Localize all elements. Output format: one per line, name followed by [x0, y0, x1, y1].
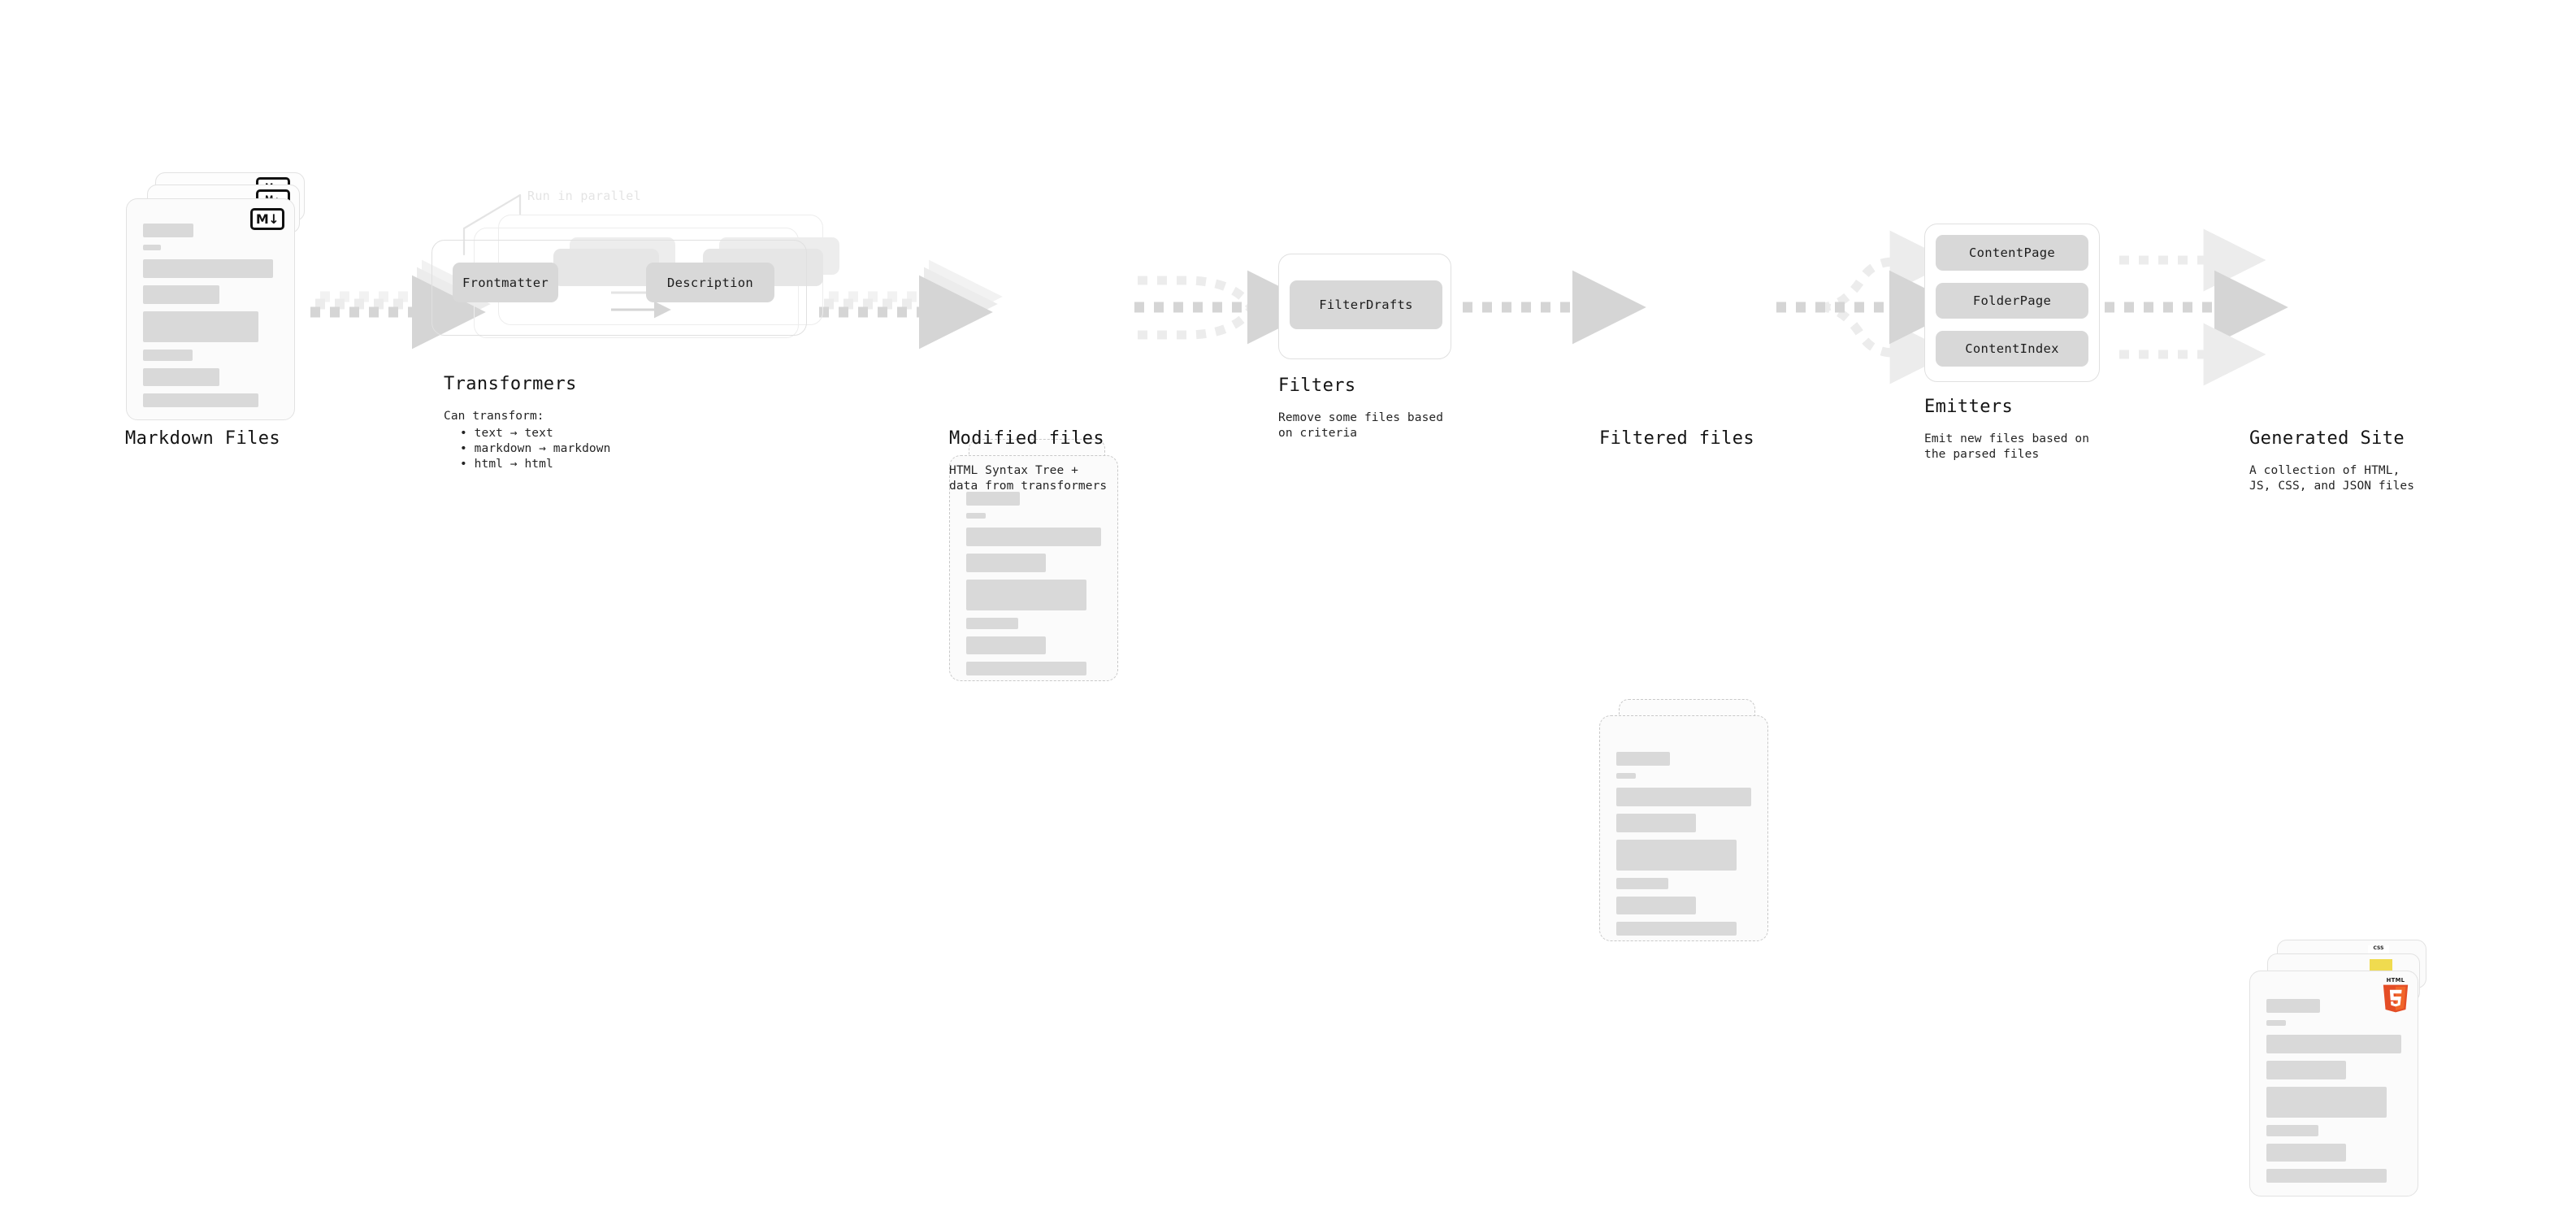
filter-chip-filterdrafts[interactable]: FilterDrafts [1290, 280, 1442, 329]
stage-modified-files [949, 439, 1144, 699]
transformer-chip-description[interactable]: Description [646, 263, 774, 302]
stage-markdown-files: M↓ M↓ M↓ [126, 172, 321, 432]
run-in-parallel-label: Run in parallel [527, 189, 641, 203]
skeleton-bar [143, 311, 258, 342]
document-skeleton [966, 492, 1106, 680]
transformer-chip-frontmatter[interactable]: Frontmatter [453, 263, 558, 302]
connector-modified-to-filters [1134, 270, 1321, 345]
stage-title-emitters: Emitters [1924, 397, 2014, 417]
skeleton-bar [966, 513, 986, 519]
stage-subtitle-emitters: Emit new files based on the parsed files [1924, 432, 2090, 461]
emitter-chip-folderpage[interactable]: FolderPage [1936, 283, 2088, 319]
markdown-card-front: M↓ [126, 198, 295, 420]
skeleton-bar [2266, 1087, 2387, 1118]
site-card-front: HTML [2249, 971, 2418, 1196]
emitter-chip-contentindex[interactable]: ContentIndex [1936, 331, 2088, 367]
stage-emitters: ContentPage FolderPage ContentIndex [1924, 224, 2111, 386]
skeleton-bar [966, 580, 1086, 610]
stage-subtitle-generated-site: A collection of HTML, JS, CSS, and JSON … [2249, 464, 2415, 493]
transformers-box-front [432, 240, 807, 336]
stage-title-transformers: Transformers [444, 374, 577, 394]
skeleton-bar [966, 492, 1020, 506]
connector-filtered-to-emitters [1776, 230, 1963, 384]
stage-title-filtered-files: Filtered files [1599, 428, 1755, 449]
stage-filtered-files [1599, 699, 1794, 959]
skeleton-bar [1616, 814, 1696, 832]
connector-md-to-transformers [310, 259, 496, 350]
skeleton-bar [143, 368, 219, 386]
skeleton-bar [143, 245, 161, 250]
skeleton-bar [143, 350, 193, 361]
skeleton-bar [143, 224, 193, 237]
skeleton-bar [1616, 773, 1636, 779]
skeleton-bar [2266, 1125, 2318, 1136]
stage-subtitle-filters: Remove some files based on criteria [1278, 411, 1444, 440]
transformer-chip-ghost [553, 249, 659, 286]
skeleton-bar [143, 393, 258, 407]
document-skeleton [143, 224, 283, 415]
skeleton-bar [966, 662, 1086, 675]
skeleton-bar [966, 636, 1046, 654]
skeleton-bar [2266, 1061, 2346, 1079]
skeleton-bar [1616, 752, 1670, 766]
document-skeleton [2266, 999, 2406, 1190]
skeleton-bar [2266, 1169, 2387, 1183]
stage-title-modified-files: Modified files [949, 428, 1105, 449]
skeleton-bar [1616, 897, 1696, 914]
connector-transformers-to-modified [819, 259, 1003, 350]
skeleton-bar [966, 554, 1046, 572]
stage-title-generated-site: Generated Site [2249, 428, 2405, 449]
document-skeleton [1616, 752, 1756, 940]
bullet-item: • html → html [460, 458, 553, 471]
transformers-bullet-list: • text → text • markdown → markdown • ht… [452, 426, 610, 472]
filtered-card-front [1599, 715, 1768, 941]
stage-subtitle-modified-files: HTML Syntax Tree + data from transformer… [949, 464, 1108, 493]
stage-generated-site: CSS HTML [2249, 940, 2461, 1216]
skeleton-bar [1616, 840, 1737, 871]
skeleton-bar [1616, 878, 1668, 889]
connector-emitters-to-site [2105, 228, 2288, 386]
bullet-item: • text → text [460, 427, 553, 440]
skeleton-bar [2266, 1035, 2401, 1053]
stage-transformers: Run in parallel Frontmatter Description [432, 189, 839, 341]
skeleton-bar [1616, 788, 1751, 806]
svg-text:HTML: HTML [2387, 977, 2405, 984]
skeleton-bar [2266, 1144, 2346, 1162]
skeleton-bar [2266, 1020, 2286, 1026]
skeleton-bar [2266, 999, 2320, 1013]
skeleton-bar [1616, 922, 1737, 936]
skeleton-bar [966, 618, 1018, 629]
bullet-item: • markdown → markdown [460, 442, 611, 455]
skeleton-bar [966, 528, 1101, 546]
stage-title-markdown-files: Markdown Files [125, 428, 281, 449]
markdown-icon: M↓ [250, 208, 284, 230]
modified-card-front [949, 455, 1118, 681]
pipeline-diagram: M↓ M↓ M↓ Markdown Files Run in paral [125, 172, 2426, 1196]
js-icon [2370, 959, 2392, 971]
emitter-chip-contentpage[interactable]: ContentPage [1936, 235, 2088, 271]
stage-title-filters: Filters [1278, 376, 1356, 396]
stage-subtitle-transformers: Can transform: [444, 410, 544, 423]
skeleton-bar [143, 259, 273, 278]
stage-filters: FilterDrafts [1278, 254, 1457, 359]
skeleton-bar [143, 285, 219, 304]
